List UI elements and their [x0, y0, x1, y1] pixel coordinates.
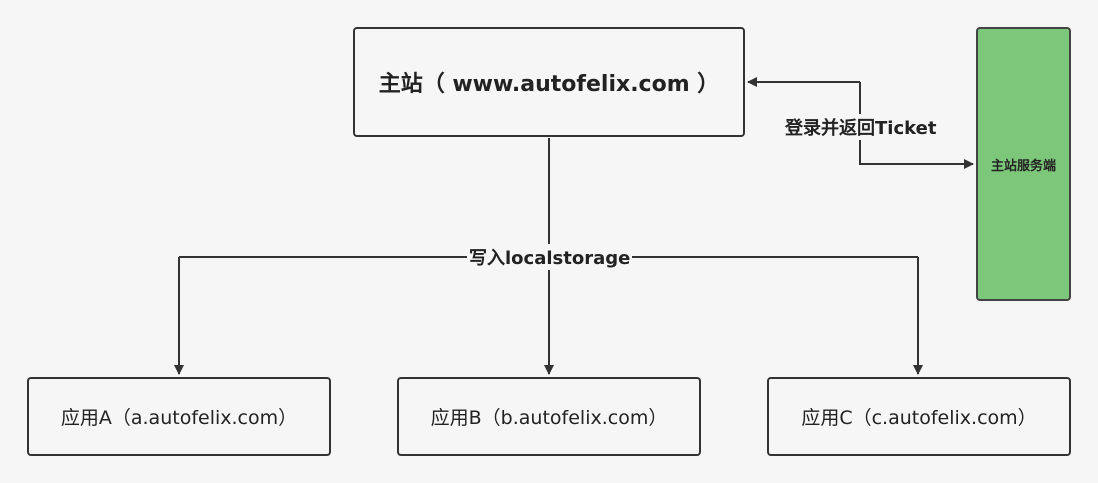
app-c-label: 应用C（c.autofelix.com） [801, 407, 1037, 429]
main-site-label: 主站（ www.autofelix.com ） [378, 72, 720, 97]
write-edge-label: 写入localstorage [467, 244, 633, 270]
app-a-box: 应用A（a.autofelix.com） [27, 377, 331, 456]
server-label: 主站服务端 [990, 158, 1056, 174]
server-box: 主站服务端 [976, 27, 1071, 301]
app-b-box: 应用B（b.autofelix.com） [397, 377, 701, 456]
app-b-label: 应用B（b.autofelix.com） [430, 407, 668, 429]
login-edge-label: 登录并返回Ticket [783, 114, 939, 140]
app-c-box: 应用C（c.autofelix.com） [767, 377, 1071, 456]
main-site-box: 主站（ www.autofelix.com ） [353, 27, 745, 137]
login-connector [859, 82, 974, 169]
app-a-label: 应用A（a.autofelix.com） [60, 407, 298, 429]
